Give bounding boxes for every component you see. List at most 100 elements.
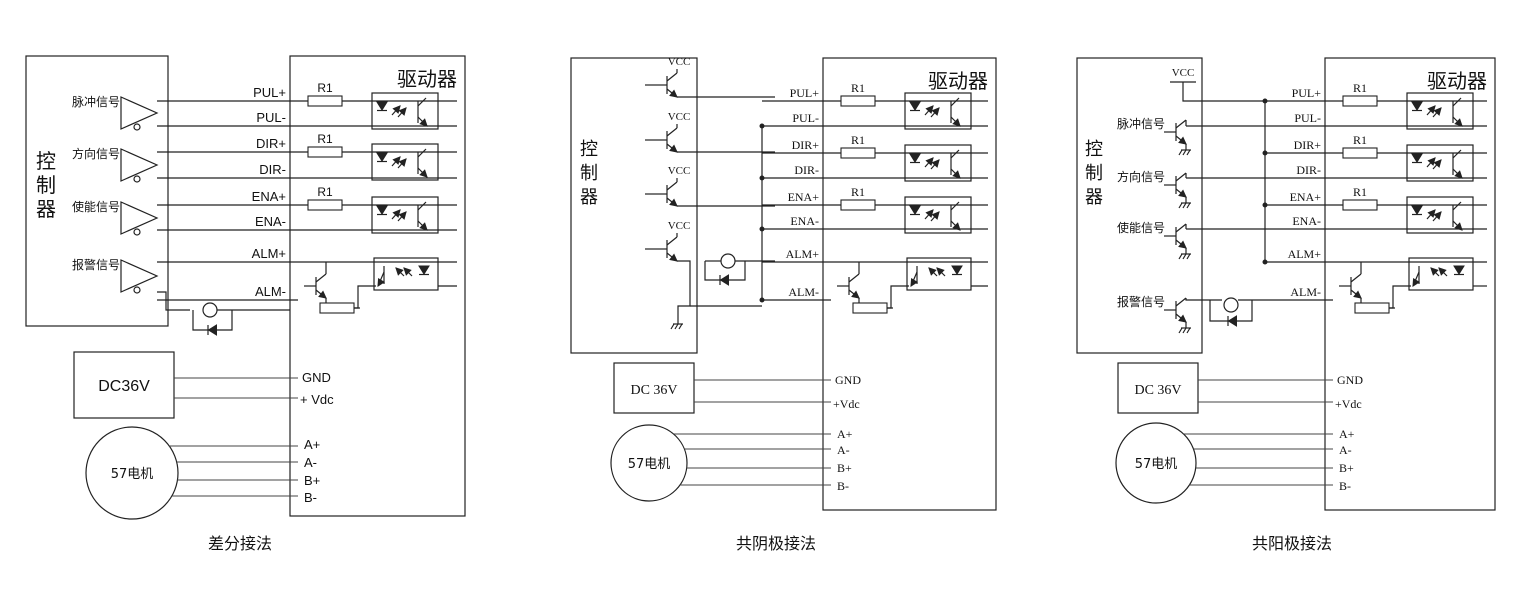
arrow-head <box>1454 170 1463 179</box>
arrow-head <box>936 267 945 276</box>
ground-hatch <box>1186 327 1191 334</box>
terminal-vdc: +Vdc <box>833 397 860 411</box>
ground-icon <box>1178 197 1191 209</box>
power-supply-box <box>73 351 175 419</box>
arrow-head <box>1433 211 1442 220</box>
controller-label: 制 <box>580 163 598 184</box>
signal-label: 使能信号 <box>1117 220 1165 235</box>
arrow-head <box>1353 290 1362 299</box>
controller-label: 控 <box>1085 139 1103 160</box>
terminal-ena+: ENA+ <box>788 190 820 204</box>
diode-icon <box>1411 101 1423 112</box>
optocoupler-input <box>904 92 972 130</box>
motor-circle <box>610 424 688 502</box>
diode-triangle <box>1411 153 1423 163</box>
inversion-bubble <box>133 228 141 236</box>
alarm-ground-wire <box>677 260 691 318</box>
arrow-head <box>952 118 961 127</box>
driver-title: 驱动器 <box>397 67 457 91</box>
motor-label: 57电机 <box>1135 457 1178 472</box>
terminal-motor-b+: B+ <box>304 473 320 488</box>
diode-icon <box>1411 205 1423 216</box>
arrow-head <box>669 144 678 153</box>
phototransistor-collector <box>417 201 427 211</box>
arrow-head <box>1427 105 1436 114</box>
controller-label: 器 <box>580 187 598 208</box>
arrow-head <box>419 222 428 231</box>
ground-hatch <box>674 323 679 330</box>
terminal-pul-: PUL- <box>1294 111 1321 125</box>
signal-label: 脉冲信号 <box>72 94 120 109</box>
optocoupler-box <box>1406 92 1474 130</box>
controller-transistor-0 <box>1164 119 1187 145</box>
resistor-r1 <box>307 199 343 211</box>
driver-title: 驱动器 <box>1427 69 1487 93</box>
arrow-head <box>931 159 940 168</box>
diode-icon <box>909 153 921 164</box>
buffer-3 <box>120 259 159 294</box>
terminal-ena+: ENA+ <box>252 189 286 204</box>
diode-triangle <box>376 101 388 111</box>
terminal-pul-: PUL- <box>792 111 819 125</box>
signal-label: 报警信号 <box>72 257 120 272</box>
optocoupler-box <box>1406 196 1474 234</box>
terminal-alm+: ALM+ <box>252 246 286 261</box>
ground-hatch <box>1178 149 1183 156</box>
terminal-motor-b-: B- <box>304 490 317 505</box>
controller-label: 器 <box>1085 187 1103 208</box>
terminal-ena-: ENA- <box>790 214 819 228</box>
transistor-collector <box>666 127 678 137</box>
phototransistor-collector <box>1452 149 1462 159</box>
resistor-r1 <box>840 199 876 211</box>
arrow-head <box>669 253 678 262</box>
arrow-head <box>1178 240 1187 249</box>
terminal-motor-a-: A- <box>304 455 317 470</box>
transistor-collector <box>848 273 860 283</box>
driver-box <box>1324 57 1496 511</box>
controller-label: 控 <box>580 139 598 160</box>
phototransistor-collector <box>950 97 960 107</box>
vcc-label: VCC <box>668 56 691 68</box>
resistor-label: R1 <box>1353 185 1367 199</box>
arrow-head <box>1427 209 1436 218</box>
arrow-head <box>952 170 961 179</box>
terminal-alm+: ALM+ <box>786 247 820 261</box>
arrow-head <box>925 105 934 114</box>
diagram-caption: 差分接法 <box>208 534 272 553</box>
diagram-caption: 共阳极接法 <box>1252 534 1332 553</box>
phototransistor-collector <box>1452 97 1462 107</box>
controller-box <box>1076 57 1203 354</box>
power-supply-box <box>1117 362 1199 414</box>
alarm-external-wire <box>157 291 190 311</box>
diode-triangle <box>207 324 217 336</box>
arrow-head <box>398 211 407 220</box>
resistor-r1 <box>1342 147 1378 159</box>
motor-circle <box>1115 422 1197 504</box>
controller-box <box>25 55 169 327</box>
arrow-head <box>1433 107 1442 116</box>
diode-icon <box>418 265 430 276</box>
terminal-pul+: PUL+ <box>1292 86 1322 100</box>
diode-icon <box>376 205 388 216</box>
driver-box <box>822 57 997 511</box>
diode-icon <box>909 101 921 112</box>
terminal-motor-a+: A+ <box>304 437 320 452</box>
diode-icon <box>951 265 963 276</box>
alarm-transistor <box>1339 273 1362 299</box>
optocoupler-alarm <box>1408 257 1474 291</box>
resistor-r1 <box>840 147 876 159</box>
optocoupler-box <box>904 144 972 182</box>
terminal-ena+: ENA+ <box>1290 190 1322 204</box>
terminal-alm+: ALM+ <box>1288 247 1322 261</box>
arrow-head <box>395 267 404 276</box>
arrow-head <box>910 278 918 287</box>
diode-triangle <box>1411 205 1423 215</box>
arrow-head <box>952 222 961 231</box>
lamp-indicator <box>202 302 218 318</box>
optocoupler-input <box>371 92 439 130</box>
arrow-head <box>1178 314 1187 323</box>
arrow-head <box>318 290 327 299</box>
optocoupler-box <box>1408 257 1474 291</box>
phototransistor-collector <box>417 148 427 158</box>
arrow-head <box>419 169 428 178</box>
